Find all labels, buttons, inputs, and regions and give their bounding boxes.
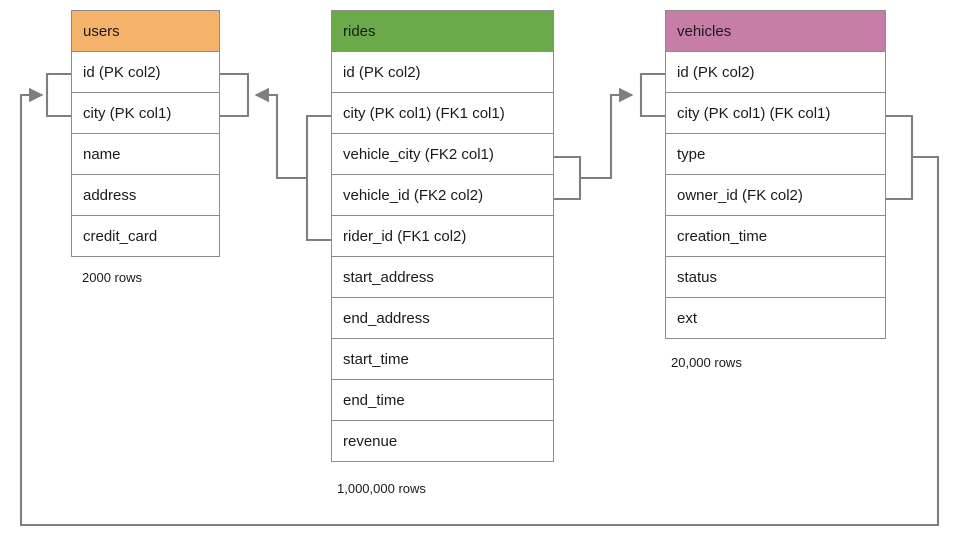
table-users-header: users — [72, 11, 219, 52]
table-rides-column[interactable]: end_time — [332, 380, 553, 421]
table-rides-column[interactable]: start_address — [332, 257, 553, 298]
table-rides-column[interactable]: vehicle_city (FK2 col1) — [332, 134, 553, 175]
table-rides-column[interactable]: vehicle_id (FK2 col2) — [332, 175, 553, 216]
table-users-column[interactable]: id (PK col2) — [72, 52, 219, 93]
connector-rides-fk1-to-users — [254, 87, 331, 242]
table-vehicles[interactable]: vehicles id (PK col2) city (PK col1) (FK… — [665, 10, 886, 339]
table-users-column[interactable]: city (PK col1) — [72, 93, 219, 134]
table-rides-header: rides — [332, 11, 553, 52]
table-rides-column[interactable]: rider_id (FK1 col2) — [332, 216, 553, 257]
connector-vehicles-left-bracket — [639, 72, 665, 118]
table-vehicles-column[interactable]: owner_id (FK col2) — [666, 175, 885, 216]
table-rides-column[interactable]: id (PK col2) — [332, 52, 553, 93]
table-users-column[interactable]: address — [72, 175, 219, 216]
table-users-column[interactable]: credit_card — [72, 216, 219, 257]
connector-users-left-bracket — [45, 72, 71, 118]
table-users[interactable]: users id (PK col2) city (PK col1) name a… — [71, 10, 220, 257]
table-vehicles-column[interactable]: id (PK col2) — [666, 52, 885, 93]
table-vehicles-row-count: 20,000 rows — [671, 355, 742, 370]
table-rides-row-count: 1,000,000 rows — [337, 481, 426, 496]
table-vehicles-column[interactable]: type — [666, 134, 885, 175]
table-rides-column[interactable]: start_time — [332, 339, 553, 380]
table-rides[interactable]: rides id (PK col2) city (PK col1) (FK1 c… — [331, 10, 554, 462]
table-vehicles-column[interactable]: status — [666, 257, 885, 298]
table-users-row-count: 2000 rows — [82, 270, 142, 285]
table-rides-column[interactable]: revenue — [332, 421, 553, 462]
table-vehicles-column[interactable]: city (PK col1) (FK col1) — [666, 93, 885, 134]
table-users-column[interactable]: name — [72, 134, 219, 175]
table-rides-column[interactable]: end_address — [332, 298, 553, 339]
connector-rides-fk2-to-vehicles — [554, 87, 634, 201]
table-vehicles-header: vehicles — [666, 11, 885, 52]
table-rides-column[interactable]: city (PK col1) (FK1 col1) — [332, 93, 553, 134]
connector-users-right-bracket — [220, 72, 250, 118]
table-vehicles-column[interactable]: ext — [666, 298, 885, 339]
table-vehicles-column[interactable]: creation_time — [666, 216, 885, 257]
